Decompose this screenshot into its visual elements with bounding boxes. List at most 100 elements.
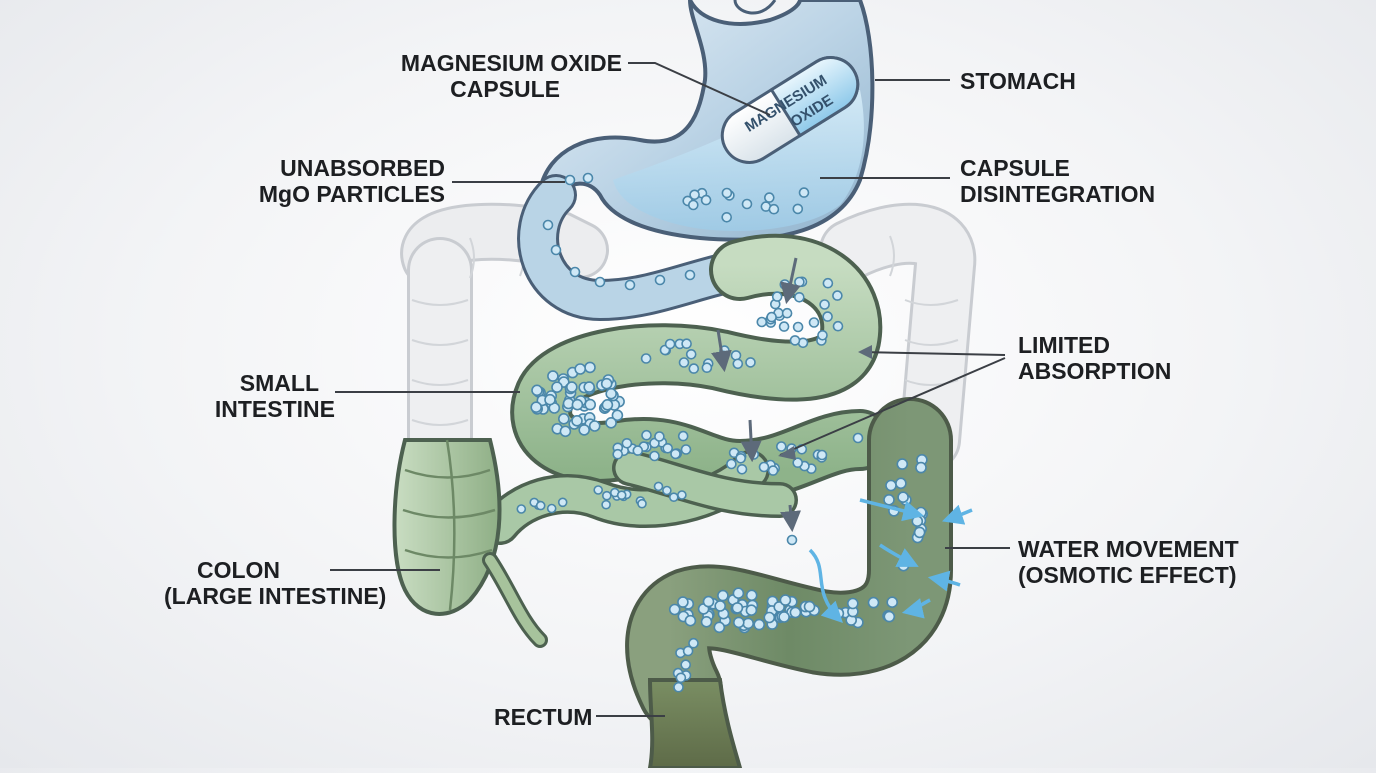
label-limited-line1: LIMITED bbox=[1018, 332, 1171, 358]
particle bbox=[594, 486, 602, 494]
particle bbox=[552, 382, 562, 392]
particle bbox=[896, 478, 906, 488]
particle bbox=[642, 431, 651, 440]
particle bbox=[733, 588, 743, 598]
particle bbox=[531, 402, 541, 412]
particle bbox=[685, 616, 695, 626]
particle bbox=[545, 395, 555, 405]
colon bbox=[394, 440, 540, 640]
particle bbox=[585, 400, 595, 410]
particle bbox=[916, 463, 926, 473]
label-stomach: STOMACH bbox=[960, 68, 1076, 94]
particle bbox=[585, 362, 595, 372]
particle bbox=[818, 451, 827, 460]
particle bbox=[795, 278, 804, 287]
particle bbox=[579, 425, 589, 435]
particle bbox=[820, 300, 829, 309]
label-capsule-line1: MAGNESIUM OXIDE bbox=[380, 50, 622, 76]
particle bbox=[682, 339, 691, 348]
particle bbox=[671, 449, 680, 458]
particle bbox=[678, 597, 688, 607]
particle bbox=[590, 421, 600, 431]
particle bbox=[834, 322, 843, 331]
label-unabsorbed-line2: MgO PARTICLES bbox=[250, 181, 445, 207]
particle bbox=[898, 492, 908, 502]
particle bbox=[769, 466, 778, 475]
particle bbox=[666, 340, 675, 349]
label-colon: COLON (LARGE INTESTINE) bbox=[164, 557, 379, 609]
particle bbox=[780, 595, 790, 605]
particle bbox=[793, 204, 802, 213]
particle bbox=[618, 491, 626, 499]
particle bbox=[714, 622, 724, 632]
particle bbox=[887, 597, 897, 607]
particle bbox=[687, 350, 696, 359]
particle bbox=[626, 281, 635, 290]
label-capsule-disintegration: CAPSULE DISINTEGRATION bbox=[960, 155, 1155, 207]
particle bbox=[606, 389, 616, 399]
particle bbox=[732, 603, 742, 613]
particle bbox=[689, 201, 698, 210]
particle bbox=[544, 221, 553, 230]
particle bbox=[571, 268, 580, 277]
label-water-line1: WATER MOVEMENT bbox=[1018, 536, 1239, 562]
label-water-line2: (OSMOTIC EFFECT) bbox=[1018, 562, 1239, 588]
particle bbox=[596, 278, 605, 287]
particle bbox=[886, 481, 896, 491]
particle bbox=[754, 620, 764, 630]
particle bbox=[584, 382, 594, 392]
label-small-intestine: SMALL INTESTINE bbox=[200, 370, 335, 422]
particle bbox=[779, 612, 789, 622]
label-limited-absorption: LIMITED ABSORPTION bbox=[1018, 332, 1171, 384]
particle bbox=[823, 312, 832, 321]
particle bbox=[915, 527, 925, 537]
particle bbox=[743, 618, 753, 628]
particle bbox=[603, 492, 611, 500]
particle bbox=[736, 454, 745, 463]
particle bbox=[689, 364, 698, 373]
particle bbox=[746, 605, 756, 615]
particle bbox=[738, 465, 747, 474]
particle bbox=[823, 279, 832, 288]
label-colon-line2: (LARGE INTESTINE) bbox=[164, 583, 379, 609]
particle bbox=[656, 276, 665, 285]
particle bbox=[732, 351, 741, 360]
label-unabsorbed-particles: UNABSORBED MgO PARTICLES bbox=[250, 155, 445, 207]
particle bbox=[767, 313, 776, 322]
particle bbox=[633, 446, 642, 455]
particle bbox=[572, 400, 582, 410]
particle bbox=[833, 291, 842, 300]
particle bbox=[678, 491, 686, 499]
particle bbox=[788, 536, 797, 545]
particle bbox=[795, 293, 804, 302]
particle bbox=[777, 442, 786, 451]
particle bbox=[722, 189, 731, 198]
particle bbox=[567, 382, 577, 392]
particle bbox=[790, 608, 800, 618]
particle bbox=[689, 639, 698, 648]
particle bbox=[572, 416, 582, 426]
label-magnesium-oxide-capsule: MAGNESIUM OXIDE CAPSULE bbox=[380, 50, 622, 102]
particle bbox=[686, 271, 695, 280]
particle bbox=[638, 500, 646, 508]
particle bbox=[548, 505, 556, 513]
label-rectum: RECTUM bbox=[494, 704, 592, 730]
particle bbox=[765, 193, 774, 202]
particle bbox=[679, 432, 688, 441]
particle bbox=[715, 601, 725, 611]
particle bbox=[559, 414, 569, 424]
particle bbox=[575, 364, 585, 374]
particle bbox=[655, 432, 664, 441]
particle bbox=[622, 439, 631, 448]
particle bbox=[674, 683, 683, 692]
particle bbox=[854, 434, 863, 443]
particle bbox=[884, 612, 894, 622]
particle bbox=[602, 501, 610, 509]
particle bbox=[537, 502, 545, 510]
particle bbox=[676, 673, 685, 682]
particle bbox=[702, 363, 711, 372]
particle bbox=[760, 463, 769, 472]
particle bbox=[912, 516, 922, 526]
particle bbox=[800, 188, 809, 197]
